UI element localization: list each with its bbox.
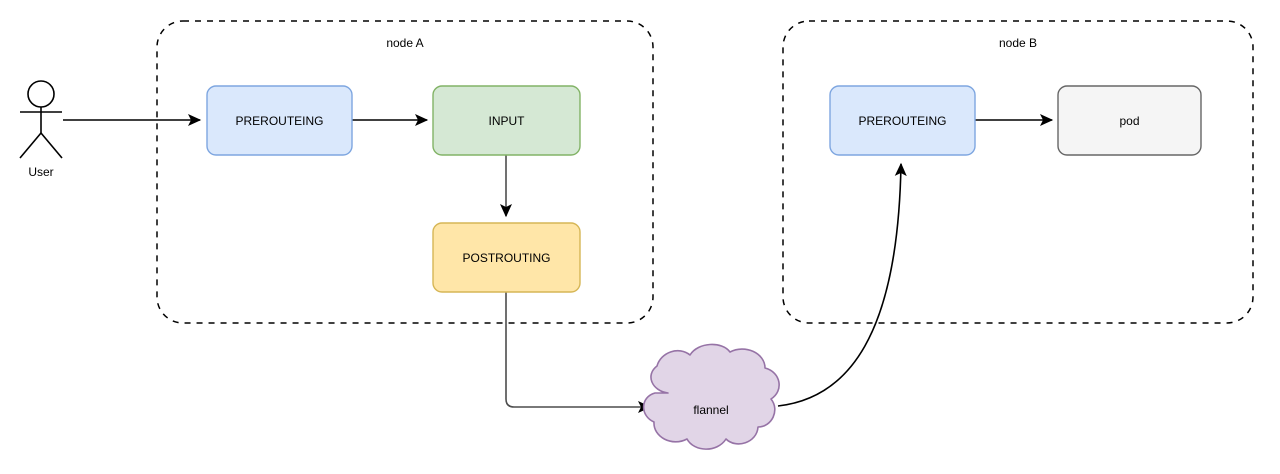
node-a-boundary: [156, 20, 654, 324]
prerouteing-a-rect[interactable]: [206, 85, 353, 156]
box-prerouteing-b[interactable]: PREROUTEING: [829, 85, 976, 156]
pod-b-label: pod: [1119, 114, 1139, 128]
box-postrouting-a[interactable]: POSTROUTING: [432, 222, 581, 293]
node-b-label: node B: [999, 36, 1037, 50]
actor-label: User: [28, 165, 53, 179]
prerouteing-b-rect[interactable]: [829, 85, 976, 156]
edge-postrouting-to-flannel: [505, 292, 652, 413]
prerouteing-a-label: PREROUTEING: [235, 114, 323, 128]
container-node-a: node A: [156, 20, 654, 324]
pod-b-rect[interactable]: [1057, 85, 1202, 156]
box-pod-b[interactable]: pod: [1057, 85, 1202, 156]
actor-leg-left-line: [19, 132, 42, 159]
postrouting-a-rect[interactable]: [432, 222, 581, 293]
node-a-label: node A: [386, 36, 423, 50]
box-prerouteing-a[interactable]: PREROUTEING: [206, 85, 353, 156]
container-node-b: node B: [782, 20, 1254, 324]
actor-head-icon: [27, 80, 55, 108]
flannel-label: flannel: [693, 403, 728, 417]
postrouting-a-label: POSTROUTING: [462, 251, 550, 265]
edge-flannel-to-prerouteing-b: [777, 162, 907, 407]
input-a-rect[interactable]: [432, 85, 581, 156]
node-b-boundary: [782, 20, 1254, 324]
prerouteing-b-label: PREROUTEING: [858, 114, 946, 128]
flannel-cloud-shape[interactable]: [642, 343, 780, 450]
user-actor[interactable]: User: [19, 80, 63, 179]
flannel-cloud[interactable]: flannel: [642, 343, 780, 450]
edge-group: [63, 114, 1054, 413]
actor-leg-right-line: [40, 132, 63, 159]
box-input-a[interactable]: INPUT: [432, 85, 581, 156]
input-a-label: INPUT: [489, 114, 526, 128]
